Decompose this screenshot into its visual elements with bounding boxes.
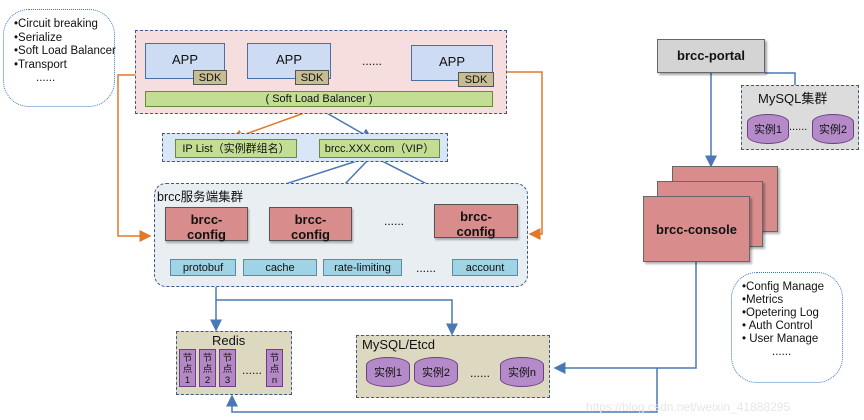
redis-title: Redis (212, 333, 246, 348)
redis-node-3: 节 点 3 (219, 349, 236, 387)
module-cache: cache (243, 259, 317, 276)
arrow-app-to-cluster-right (507, 71, 543, 240)
console-feature-item: • User Manage (742, 333, 819, 345)
sdk-badge-1: SDK (193, 70, 227, 85)
mysql-instance-1: 实例1 (366, 357, 410, 387)
db-instance-2: 实例2 (812, 114, 854, 144)
sdk-badge-2: SDK (295, 70, 329, 85)
config-ellipsis: ...... (384, 214, 405, 228)
mysql-etcd-title: MySQL/Etcd (362, 337, 435, 352)
brcc-console-box: brcc-console (643, 196, 750, 262)
mysql-cluster-title: MySQL集群 (758, 91, 828, 106)
client-feature-item: •Soft Load Balancer (14, 45, 116, 57)
redis-node-1: 节 点 1 (179, 349, 196, 387)
watermark: https://blog.csdn.net/weixin_41888295 (586, 400, 791, 414)
arrow-console-to-mysql (553, 262, 697, 374)
app-ellipsis: ...... (362, 54, 383, 68)
db-ellipsis: ...... (789, 121, 808, 133)
vip-domain-box: brcc.XXX.com（VIP） (319, 139, 440, 158)
client-feature-item: •Transport (14, 58, 67, 71)
module-account: account (452, 259, 518, 276)
arrow-console-to-redis (226, 368, 658, 413)
console-feature-item: •Opetering Log (742, 307, 819, 319)
app-label: APP (438, 54, 465, 69)
db-instance-1: 实例1 (747, 114, 789, 144)
arrow-app-to-cluster-left (117, 74, 152, 242)
sdk-badge-3: SDK (458, 72, 494, 87)
client-feature-item: •Serialize (14, 31, 63, 44)
mysql-instance-n: 实例n (500, 357, 544, 387)
app-label: APP (275, 52, 302, 67)
console-feature-item: •Metrics (742, 294, 784, 306)
console-features-note: •Config Manage •Metrics •Opetering Log •… (731, 272, 843, 383)
console-feature-item: ...... (772, 346, 792, 358)
module-ellipsis: ...... (416, 261, 437, 275)
console-feature-item: •Config Manage (742, 281, 825, 293)
redis-node-2: 节 点 2 (199, 349, 216, 387)
line-portal-to-db (765, 72, 796, 85)
redis-ellipsis: ...... (242, 363, 263, 377)
client-features-note: •Circuit breaking •Serialize •Soft Load … (3, 9, 116, 107)
arrow-cluster-to-mysql (216, 299, 458, 336)
config-node-1: brcc- config (165, 207, 248, 242)
config-node-2: brcc- config (269, 207, 352, 242)
module-protobuf: protobuf (170, 259, 236, 276)
server-cluster-title: brcc服务端集群 (157, 190, 244, 204)
module-rate-limiting: rate-limiting (323, 259, 402, 276)
brcc-portal-box: brcc-portal (657, 39, 765, 73)
console-feature-item: • Auth Control (742, 320, 813, 332)
ip-list-box: IP List（实例群组名） (175, 139, 297, 158)
client-feature-item: ...... (36, 72, 56, 84)
mysql-ellipsis: ...... (470, 366, 491, 380)
app-label: APP (171, 52, 198, 67)
soft-load-balancer-bar: ( Soft Load Balancer ) (145, 91, 493, 107)
config-node-3: brcc- config (434, 204, 518, 239)
mysql-instance-2: 实例2 (414, 357, 458, 387)
redis-node-n: 节 点 n (266, 349, 283, 387)
client-feature-item: •Circuit breaking (14, 18, 98, 30)
